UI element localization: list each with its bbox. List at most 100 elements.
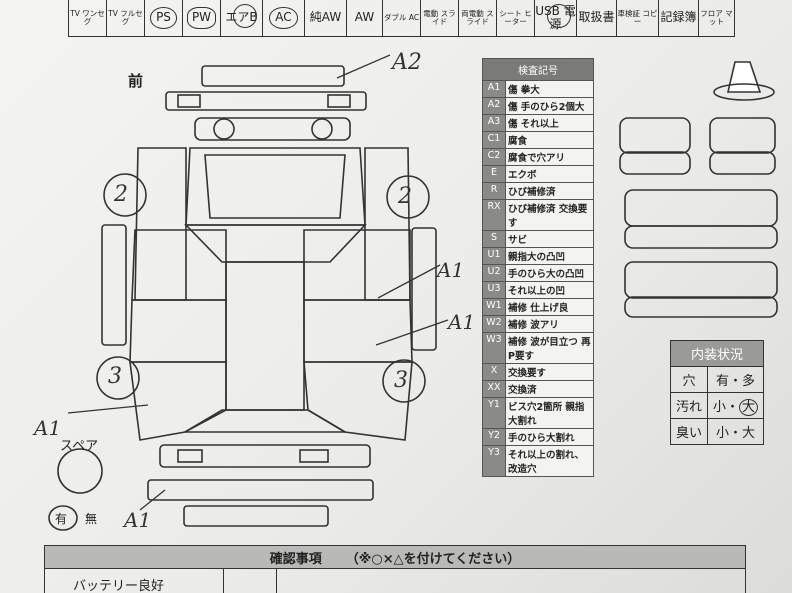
equipment-item: TV ワンセグ (69, 0, 107, 36)
annotation-front-bumper: A2 (392, 50, 422, 75)
circled-option: 大 (739, 399, 759, 416)
equipment-item: 取扱書 (577, 0, 617, 36)
equipment-item: シート ヒーター (497, 0, 535, 36)
equipment-item: AW (347, 0, 383, 36)
left-sill (101, 224, 127, 346)
confirm-title: 確認事項 (269, 551, 322, 567)
equipment-item: AC (263, 0, 305, 36)
equipment-label: TV ワンセグ (70, 8, 105, 26)
equipment-label: フロア マット (700, 8, 733, 26)
code-cell: S (482, 230, 506, 248)
circled-mark (547, 4, 571, 28)
windshield (184, 224, 367, 263)
seat-front-left (619, 117, 691, 154)
interior-label: 臭い (669, 418, 709, 445)
code-cell: A2 (482, 97, 506, 115)
code-description: 手のひら大割れ (505, 428, 594, 446)
equipment-label: TV フルセグ (108, 8, 143, 26)
code-description: 補修 仕上げ良 (505, 298, 594, 316)
confirm-item: バッテリー良好 (45, 569, 224, 593)
code-description: サビ (505, 230, 594, 248)
confirm-note: （※○×△を付けてください） (345, 551, 521, 567)
equipment-item: フロア マット (699, 0, 735, 36)
equipment-item: 記録簿 (659, 0, 699, 36)
code-cell: W2 (482, 315, 506, 333)
equipment-item: ダブル AC (383, 0, 421, 36)
code-cell: X (482, 363, 506, 381)
interior-options: 小・大 (707, 418, 765, 445)
front-bumper-part (201, 65, 345, 87)
front-grille-part (165, 91, 367, 111)
code-description: 腐食 (505, 131, 594, 149)
codes-title: 検査記号 (482, 58, 594, 81)
code-cell: Y1 (482, 397, 506, 429)
right-sill (411, 227, 437, 351)
equipment-label: PS (150, 7, 177, 29)
equipment-item: 両電動 スライド (459, 0, 497, 36)
code-cell: A3 (482, 114, 506, 132)
annotation-left-rear-wheel: 3 (108, 364, 122, 389)
rear-bumper-lower (183, 505, 329, 527)
equipment-label: 取扱書 (578, 10, 615, 25)
rear-bumper (147, 479, 374, 501)
code-cell: W1 (482, 298, 506, 316)
confirmation-section: 確認事項 （※○×△を付けてください） バッテリー良好 (44, 545, 746, 593)
code-cell: E (482, 165, 506, 183)
right-rear-door (303, 299, 413, 363)
code-description: 傷 それ以上 (505, 114, 594, 132)
code-description: 交換済 (505, 380, 594, 398)
left-front-door (131, 229, 227, 301)
code-cell: R (482, 182, 506, 200)
code-description: 傷 拳大 (505, 80, 594, 98)
annotation-right-front-wheel: 2 (398, 184, 412, 209)
annotation-left-rear-quarter: A1 (34, 416, 62, 440)
code-description: ビス穴2箇所 親指大割れ (505, 397, 594, 429)
equipment-label: PW (186, 7, 217, 29)
equipment-label: 電動 スライド (423, 8, 456, 26)
annotation-right-rear-wheel: 3 (394, 368, 408, 393)
equipment-item: 純AW (305, 0, 347, 36)
cone-icon (726, 61, 762, 93)
interior-options: 小・大 (707, 392, 765, 419)
equipment-label: ダブル AC (383, 12, 420, 22)
front-panel-part (194, 117, 351, 141)
rear-window (182, 409, 348, 433)
interior-row: 汚れ小・大 (669, 392, 765, 419)
code-description: 交換要す (505, 363, 594, 381)
interior-label: 汚れ (669, 392, 709, 419)
code-cell: RX (482, 199, 506, 231)
code-description: 傷 手のひら2個大 (505, 97, 594, 115)
roof (225, 261, 305, 411)
left-front-wheel (103, 173, 147, 217)
seat-rear-row (624, 189, 778, 227)
code-description: 腐食で穴アリ (505, 148, 594, 166)
equipment-item: 車検証 コピー (617, 0, 659, 36)
equipment-label: シート ヒーター (499, 8, 532, 26)
right-front-fender (364, 147, 411, 301)
code-description: 手のひら大の凸凹 (505, 264, 594, 282)
left-rear-wheel (96, 356, 140, 400)
interior-row: 穴有・多 (669, 366, 765, 393)
equipment-item: USB 電源 (535, 0, 577, 36)
annotation-rear-bumper: A1 (124, 508, 152, 532)
equipment-item: PS (145, 0, 183, 36)
code-cell: C1 (482, 131, 506, 149)
left-front-fender (134, 147, 187, 301)
equipment-label: 純AW (309, 10, 342, 25)
front-label: 前 (128, 72, 144, 90)
